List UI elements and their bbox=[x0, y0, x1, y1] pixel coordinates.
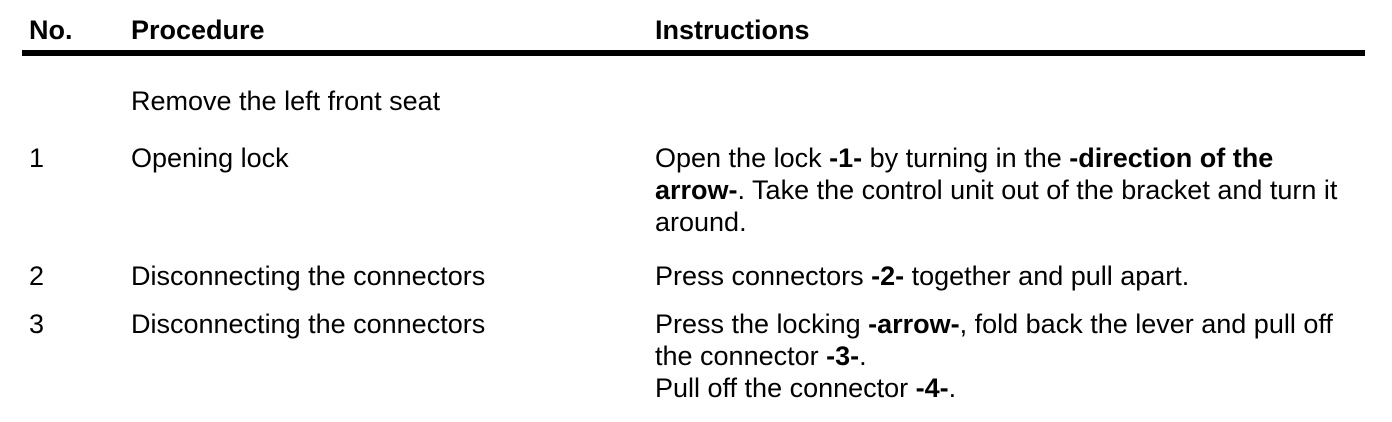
row-number: 3 bbox=[29, 309, 45, 339]
row-number: 1 bbox=[29, 143, 45, 173]
row-instructions: Press connectors -2- together and pull a… bbox=[655, 261, 1190, 291]
row-procedure: Disconnecting the connectors bbox=[131, 309, 486, 339]
table-header-row: No. Procedure Instructions bbox=[0, 14, 1358, 46]
row-number: 2 bbox=[29, 261, 45, 291]
table-row: 3 Disconnecting the connectors Press the… bbox=[0, 308, 1358, 404]
table-row: 1 Opening lock Open the lock -1- by turn… bbox=[0, 142, 1358, 238]
section-title-row: Remove the left front seat bbox=[0, 85, 1358, 117]
row-procedure: Disconnecting the connectors bbox=[131, 261, 486, 291]
column-header-no: No. bbox=[29, 15, 73, 45]
column-header-instructions: Instructions bbox=[655, 15, 810, 45]
row-procedure: Opening lock bbox=[131, 143, 289, 173]
column-header-procedure: Procedure bbox=[131, 15, 265, 45]
row-instructions: Open the lock -1- by turning in the -dir… bbox=[655, 143, 1338, 237]
header-divider-rule bbox=[22, 50, 1365, 56]
row-instructions: Press the locking -arrow-, fold back the… bbox=[655, 309, 1333, 403]
section-title: Remove the left front seat bbox=[131, 86, 441, 116]
table-row: 2 Disconnecting the connectors Press con… bbox=[0, 260, 1358, 292]
